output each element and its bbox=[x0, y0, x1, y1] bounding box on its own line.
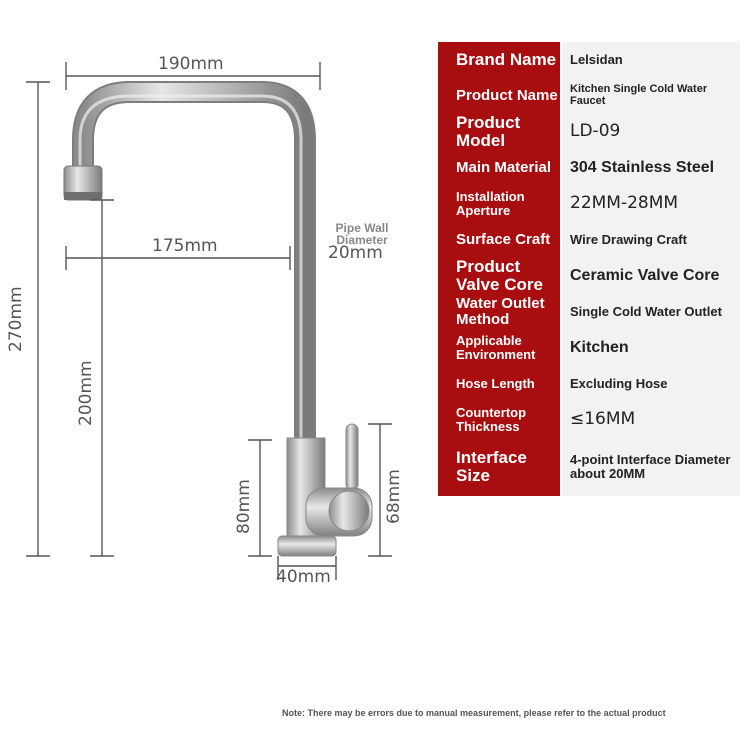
spec-value: 304 Stainless Steel bbox=[562, 150, 740, 186]
spec-row-surface: Surface Craft Wire Drawing Craft bbox=[438, 222, 740, 260]
dim-reach: 175mm bbox=[152, 236, 218, 256]
spec-value: Excluding Hose bbox=[562, 366, 740, 402]
dim-pipe-diameter: 20mm bbox=[328, 243, 383, 263]
dim-total-height: 270mm bbox=[6, 286, 26, 352]
spec-value: LD-09 bbox=[562, 114, 740, 150]
dim-handle-height: 68mm bbox=[384, 469, 404, 524]
spec-value: ≤16MM bbox=[562, 402, 740, 438]
spec-row-countertop: Countertop Thickness ≤16MM bbox=[438, 402, 740, 440]
spec-value: Kitchen Single Cold Water Faucet bbox=[562, 78, 740, 114]
spec-key: Hose Length bbox=[438, 366, 560, 402]
spec-value: Ceramic Valve Core bbox=[562, 258, 740, 294]
faucet-base bbox=[277, 535, 337, 557]
spec-value: Single Cold Water Outlet bbox=[562, 294, 740, 330]
spec-key: Product Model bbox=[438, 114, 560, 150]
spec-row-interface: Interface Size 4-point Interface Diamete… bbox=[438, 438, 740, 496]
spec-row-environment: Applicable Environment Kitchen bbox=[438, 330, 740, 368]
spec-row-brand: Brand Name Lelsidan bbox=[438, 42, 740, 80]
spec-row-material: Main Material 304 Stainless Steel bbox=[438, 150, 740, 188]
spec-key: Water Outlet Method bbox=[438, 294, 560, 330]
dim-base-diameter: 40mm bbox=[276, 567, 331, 587]
pipe-wall-label: Pipe Wall Diameter bbox=[335, 221, 389, 247]
spec-row-valve: Product Valve Core Ceramic Valve Core bbox=[438, 258, 740, 296]
spec-key: Product Valve Core bbox=[438, 258, 560, 294]
spec-key: Surface Craft bbox=[438, 222, 560, 258]
spec-row-model: Product Model LD-09 bbox=[438, 114, 740, 152]
spec-row-aperture: Installation Aperture 22MM-28MM bbox=[438, 186, 740, 224]
measurement-note: Note: There may be errors due to manual … bbox=[282, 708, 666, 718]
spec-key: Interface Size bbox=[438, 438, 560, 496]
spec-value: Kitchen bbox=[562, 330, 740, 366]
spec-value: 4-point Interface Diameter about 20MM bbox=[562, 438, 740, 496]
spec-row-product-name: Product Name Kitchen Single Cold Water F… bbox=[438, 78, 740, 116]
dim-base-height: 80mm bbox=[234, 479, 254, 534]
spec-key: Main Material bbox=[438, 150, 560, 186]
dim-spout-width: 190mm bbox=[158, 54, 224, 74]
faucet-spout bbox=[72, 81, 316, 440]
spec-value: 22MM-28MM bbox=[562, 186, 740, 222]
spec-key: Applicable Environment bbox=[438, 330, 560, 366]
spec-table: Brand Name Lelsidan Product Name Kitchen… bbox=[438, 42, 740, 496]
spec-value: Wire Drawing Craft bbox=[562, 222, 740, 258]
spec-key: Product Name bbox=[438, 78, 560, 114]
spec-row-hose: Hose Length Excluding Hose bbox=[438, 366, 740, 404]
spec-key: Installation Aperture bbox=[438, 186, 560, 222]
spec-key: Countertop Thickness bbox=[438, 402, 560, 438]
faucet-handle bbox=[345, 423, 359, 491]
spec-key: Brand Name bbox=[438, 42, 560, 78]
dim-spout-height: 200mm bbox=[76, 360, 96, 426]
spec-row-outlet: Water Outlet Method Single Cold Water Ou… bbox=[438, 294, 740, 332]
spec-value: Lelsidan bbox=[562, 42, 740, 78]
